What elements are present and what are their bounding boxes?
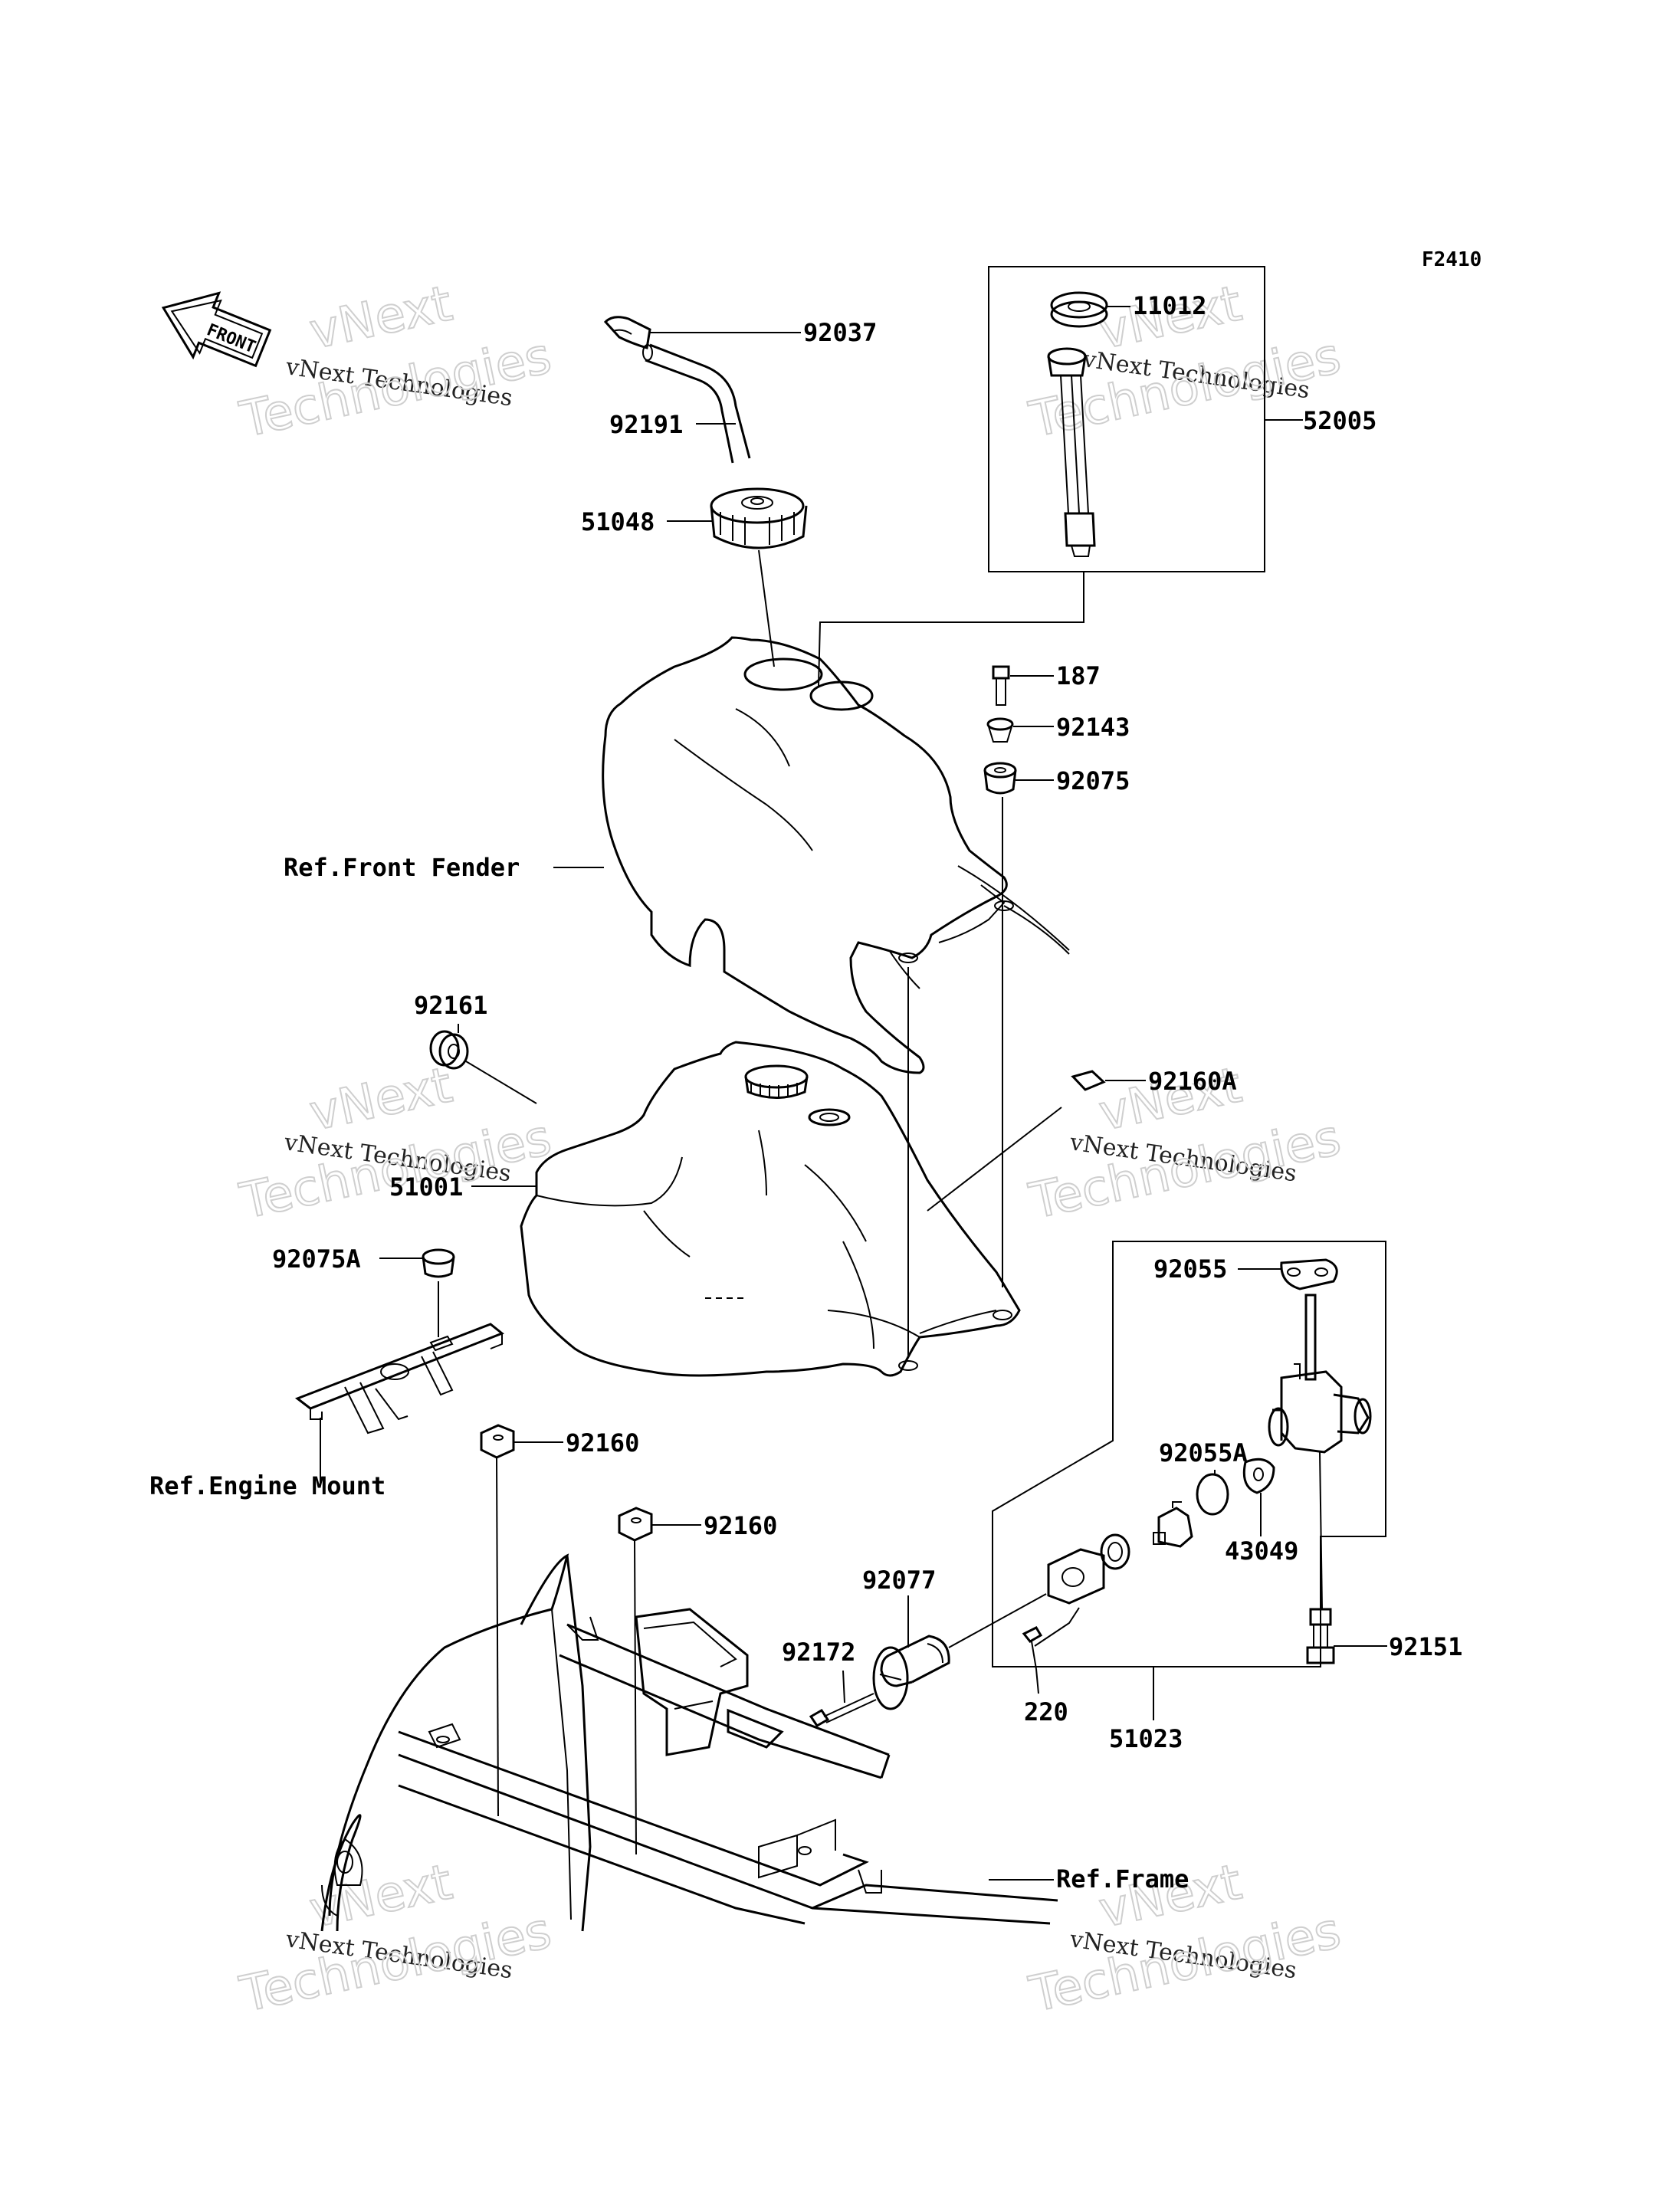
label-92161: 92161 — [414, 991, 487, 1020]
front-arrow-icon: FRONT — [161, 291, 272, 368]
label-ref-frame: Ref.Frame — [1056, 1864, 1189, 1894]
frame — [320, 1553, 1058, 1932]
label-92075A: 92075A — [272, 1244, 361, 1274]
label-92037: 92037 — [803, 318, 877, 347]
label-51023: 51023 — [1109, 1724, 1183, 1753]
plate — [1047, 1548, 1105, 1605]
label-51001: 51001 — [389, 1172, 463, 1202]
clip-92160-upper — [480, 1424, 515, 1459]
clip-92160-lower — [618, 1507, 653, 1542]
gasket-43049 — [1242, 1458, 1275, 1494]
watermark-3-big: vNext — [305, 1057, 457, 1142]
watermark-1-big: vNext — [305, 275, 457, 360]
engine-mount-bracket — [294, 1323, 504, 1435]
pad-92160A — [1071, 1070, 1106, 1091]
label-ref-engine-mount: Ref.Engine Mount — [149, 1471, 386, 1500]
watermark-5: vNext vNext Technologies Technologies — [235, 1853, 557, 2024]
damper-92075 — [983, 762, 1017, 795]
label-92077: 92077 — [862, 1566, 936, 1595]
watermark-1-big2: Technologies — [235, 328, 556, 449]
diagram-code: F2410 — [1422, 248, 1481, 271]
o-ring-92055A — [1196, 1473, 1229, 1516]
grommet-92161 — [429, 1030, 469, 1070]
bolt-92151 — [1306, 1608, 1335, 1664]
front-fender — [602, 636, 1070, 1074]
clip-92037 — [603, 316, 651, 349]
label-51048: 51048 — [581, 507, 655, 536]
washer-92143 — [986, 717, 1014, 743]
watermark-4-big2: Technologies — [1025, 1110, 1346, 1231]
label-92160A: 92160A — [1148, 1067, 1237, 1096]
label-92075: 92075 — [1056, 766, 1130, 795]
watermark-1: vNext vNext Technologies Technologies — [235, 274, 557, 449]
hose-92191 — [642, 343, 751, 464]
label-52005: 52005 — [1303, 406, 1376, 435]
fuel-cock-body — [1268, 1294, 1372, 1454]
label-43049: 43049 — [1225, 1536, 1298, 1566]
label-11012: 11012 — [1133, 291, 1206, 320]
lever-92077 — [872, 1635, 950, 1710]
label-220: 220 — [1024, 1697, 1068, 1726]
label-92143: 92143 — [1056, 713, 1130, 742]
damper-92075A — [422, 1248, 455, 1278]
label-187: 187 — [1056, 661, 1101, 690]
label-92055: 92055 — [1153, 1254, 1227, 1284]
washer-ring — [1100, 1533, 1130, 1570]
front-arrow-label: FRONT — [204, 320, 258, 357]
fuel-tank-51001 — [520, 1041, 1021, 1377]
fuel-gauge-52005 — [1047, 347, 1096, 557]
cap-51048 — [710, 487, 808, 549]
bolt-187 — [992, 665, 1010, 706]
label-92160-upper: 92160 — [566, 1428, 639, 1458]
label-92172: 92172 — [782, 1638, 855, 1667]
grommet-11012 — [1050, 291, 1108, 328]
fuel-cock-box — [992, 1241, 1386, 1667]
label-ref-front-fender: Ref.Front Fender — [284, 853, 520, 882]
watermark-3-big2: Technologies — [235, 1110, 556, 1231]
label-92055A: 92055A — [1159, 1438, 1248, 1467]
strainer — [1153, 1501, 1193, 1548]
label-92151: 92151 — [1389, 1632, 1462, 1661]
gasket-92055 — [1280, 1258, 1338, 1290]
screw-220 — [1022, 1626, 1043, 1670]
label-92191: 92191 — [609, 410, 683, 439]
screw-92172 — [809, 1693, 877, 1727]
watermark-3: vNext vNext Technologies Technologies — [235, 1056, 557, 1231]
label-92160-lower: 92160 — [704, 1511, 777, 1540]
